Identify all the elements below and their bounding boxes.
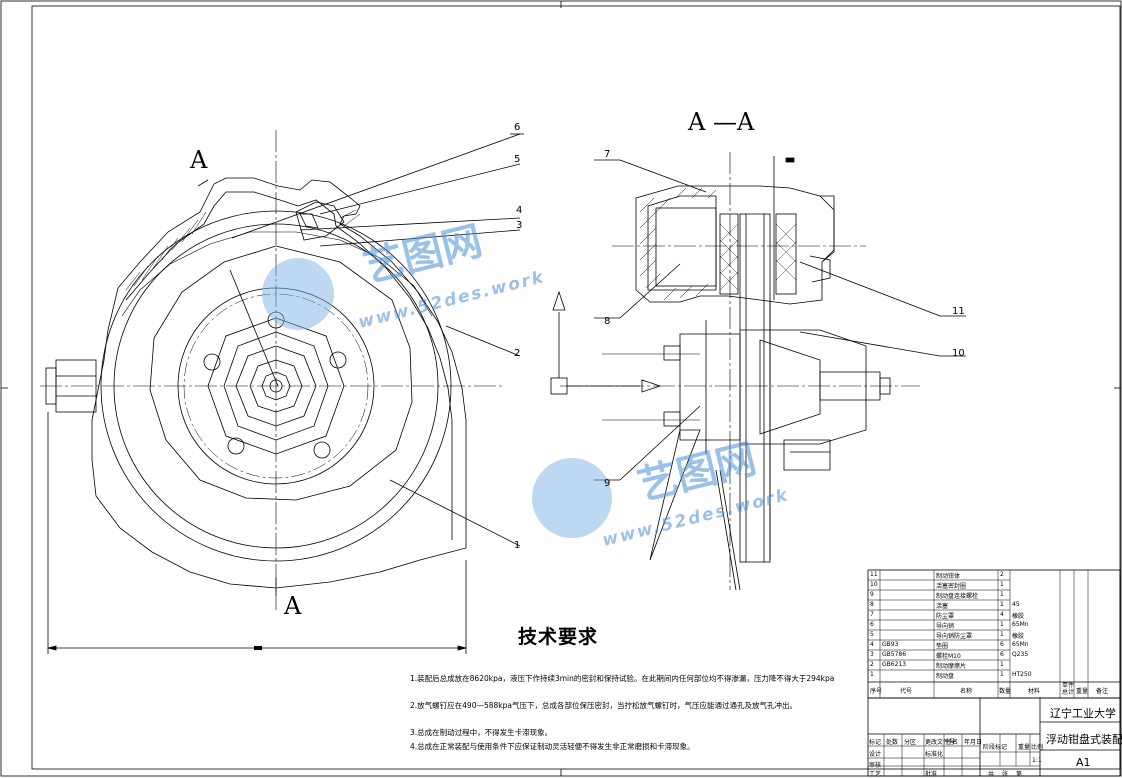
bom-cell-material: 橡胶 (1012, 633, 1025, 640)
drawing-name: 浮动钳盘式装配图 (1046, 733, 1122, 746)
bom-header-name: 名称 (960, 688, 973, 695)
balloon-5: 5 (514, 154, 521, 165)
tb-qty: 处数 (886, 739, 899, 746)
balloon-8: 8 (604, 316, 611, 327)
balloon-7: 7 (604, 149, 611, 160)
bom-cell-no: 2 (870, 661, 874, 668)
tb-review: 审核 (869, 762, 882, 769)
bom-cell-code: GB93 (882, 641, 899, 648)
bom-header-weight: 重量 (1076, 688, 1089, 695)
tb-sheet: 张 (1002, 771, 1009, 778)
bom-cell-material: 65Mn (1012, 641, 1029, 648)
bom-cell-name: 活塞密封圈 (936, 583, 967, 590)
balloon-2: 2 (514, 348, 521, 359)
tb-marks: 标记 (869, 739, 882, 746)
tb-total: 共 (988, 771, 995, 778)
bom-cell-qty: 1 (1000, 591, 1004, 598)
bom-cell-qty: 1 (1000, 661, 1004, 668)
bom-cell-no: 10 (870, 581, 878, 588)
bom-cell-no: 6 (870, 621, 874, 628)
bom-cell-qty: 4 (1000, 611, 1004, 618)
balloon-9: 9 (604, 478, 611, 489)
bom-cell-name: 导向销 (936, 623, 955, 630)
scale-value: 1:1 (1032, 757, 1042, 764)
tb-sign: 签名 (946, 739, 959, 746)
bom-cell-qty: 2 (1000, 571, 1004, 578)
tb-scale-label: 比例 (1031, 744, 1044, 751)
tech-requirements-title: 技术要求 (518, 626, 599, 648)
bom-cell-no: 7 (870, 611, 874, 618)
bom-header-no: 序号 (870, 688, 883, 695)
tb-page: 第 (1016, 771, 1023, 778)
bom-cell-no: 3 (870, 651, 874, 658)
bom-header-code: 代号 (900, 688, 913, 695)
section-view-title: A —A (688, 108, 755, 136)
bom-cell-name: 制动摩擦片 (936, 663, 967, 670)
bom-cell-qty: 1 (1000, 581, 1004, 588)
bom-header-unit-total: 单件 总计 (1062, 682, 1075, 696)
bom-cell-no: 4 (870, 641, 874, 648)
bom-cell-name: 制动盘 (936, 673, 955, 680)
tech-note-3: 3.总成在制动过程中，不得发生卡滞现象。 (410, 728, 553, 737)
bom-cell-material: 45 (1012, 601, 1020, 608)
tech-note-1: 1.装配后总成放在8620kpa，液压下作持续3min的密封和保持试验。在此期间… (410, 674, 835, 683)
tb-std: 标准化 (925, 751, 944, 758)
bom-cell-code: GB5786 (882, 651, 907, 658)
bom-cell-name: 防尘罩 (936, 613, 955, 620)
bom-cell-material: 65Mn (1012, 621, 1029, 628)
tb-change-doc: 更改文件号 (925, 739, 956, 746)
bom-cell-code: GB6213 (882, 661, 907, 668)
bom-cell-no: 8 (870, 601, 874, 608)
bom-header-qty: 数量 (999, 688, 1012, 695)
bom-cell-no: 11 (870, 571, 878, 578)
bom-cell-material: Q235 (1012, 651, 1029, 658)
bom-header-remark: 备注 (1096, 688, 1109, 695)
bom-cell-material: HT250 (1012, 671, 1032, 678)
bom-cell-qty: 6 (1000, 641, 1004, 648)
balloon-10: 10 (952, 348, 965, 359)
bom-cell-name: 螺栓M10 (936, 653, 961, 660)
balloon-1: 1 (514, 540, 521, 551)
bom-cell-name: 活塞 (936, 603, 949, 610)
balloon-3: 3 (516, 220, 523, 231)
tech-note-4: 4.总成在正常装配与使用条件下应保证制动灵活轻便不得发生非正常磨损和卡滞现象。 (410, 741, 695, 751)
bom-cell-name: 制动盘连接螺栓 (936, 593, 979, 600)
bom-cell-material: 橡胶 (1012, 613, 1025, 620)
section-marker-a-top: A (190, 146, 208, 174)
bom-cell-qty: 1 (1000, 601, 1004, 608)
bom-cell-no: 1 (870, 671, 874, 678)
school-name: 辽宁工业大学 (1050, 707, 1116, 720)
bom-cell-no: 5 (870, 631, 874, 638)
bom-cell-qty: 1 (1000, 671, 1004, 678)
bom-cell-qty: 6 (1000, 651, 1004, 658)
tech-requirements-notes: 1.装配后总成放在8620kpa，液压下作持续3min的密封和保持试验。在此期间… (410, 672, 862, 753)
tb-date: 年月日 (964, 739, 983, 746)
balloon-11: 11 (952, 306, 965, 317)
balloon-6: 6 (514, 122, 521, 133)
tech-note-2: 2.放气螺钉应在490—588kpa气压下，总成各部位保压密封，当拧松放气螺钉时… (410, 701, 797, 710)
bom-header-material: 材料 (1028, 688, 1041, 695)
balloon-4: 4 (516, 205, 523, 216)
tb-stage: 阶段标记 (983, 744, 1008, 751)
sheet-size: A1 (1076, 756, 1091, 769)
bom-cell-name: 导向销防尘罩 (936, 633, 973, 640)
bom-cell-qty: 1 (1000, 621, 1004, 628)
bom-cell-qty: 1 (1000, 631, 1004, 638)
tb-weight: 重量 (1018, 744, 1031, 751)
tb-design: 设计 (869, 751, 882, 758)
bom-cell-name: 制动钳体 (936, 573, 961, 580)
bom-cell-name: 垫圈 (936, 643, 949, 650)
section-marker-a-bottom: A (284, 592, 302, 620)
bom-cell-no: 9 (870, 591, 874, 598)
tb-process: 工艺 (869, 771, 882, 778)
tb-approve: 批准 (925, 771, 938, 778)
tb-zone: 分区 (904, 739, 917, 746)
